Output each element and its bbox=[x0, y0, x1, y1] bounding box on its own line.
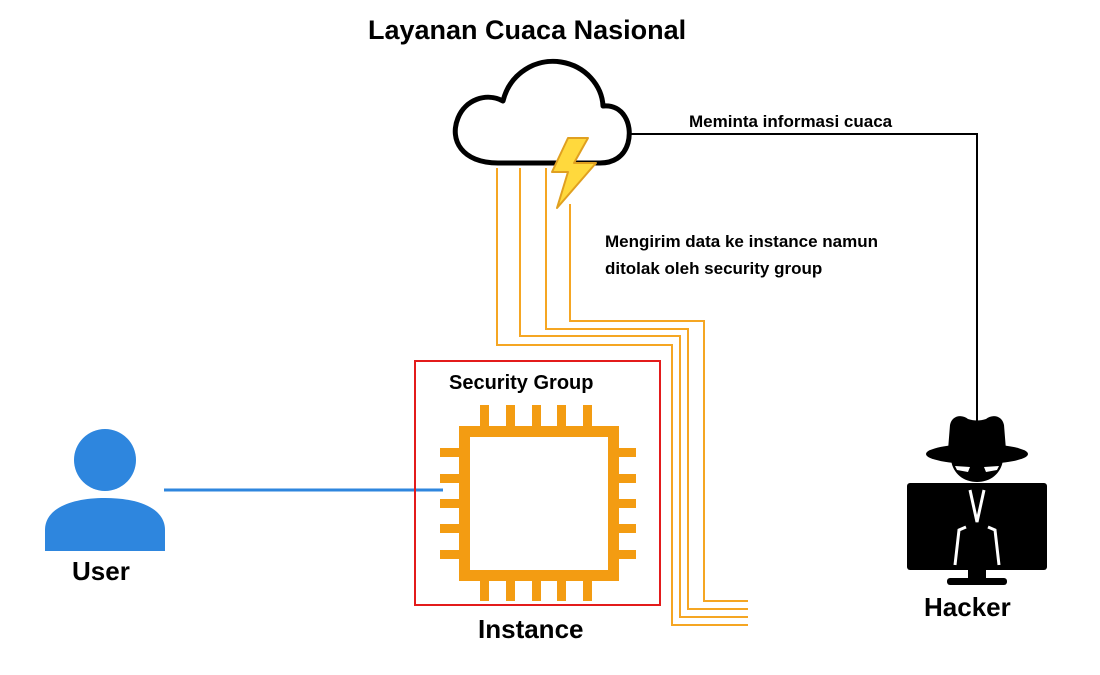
request-line bbox=[630, 133, 978, 425]
traffic-line-4 bbox=[569, 204, 748, 602]
send-data-label: Mengirim data ke instance namun ditolak … bbox=[605, 232, 879, 278]
user-icon bbox=[45, 429, 165, 551]
diagram-title: Layanan Cuaca Nasional bbox=[368, 15, 687, 45]
traffic-line-1 bbox=[496, 168, 748, 626]
security-group-label: Security Group bbox=[449, 372, 594, 394]
instance-label: Instance bbox=[478, 614, 584, 644]
user-label: User bbox=[72, 556, 130, 586]
traffic-line-3 bbox=[545, 168, 748, 610]
hacker-icon bbox=[907, 416, 1047, 585]
lightning-icon bbox=[551, 137, 597, 209]
security-group-box bbox=[414, 360, 661, 606]
chip-icon bbox=[440, 405, 636, 601]
rejected-traffic-lines bbox=[496, 168, 748, 626]
request-label: Meminta informasi cuaca bbox=[689, 112, 893, 131]
hacker-label: Hacker bbox=[924, 592, 1011, 622]
traffic-line-2 bbox=[519, 168, 748, 618]
cloud-icon bbox=[452, 58, 632, 166]
